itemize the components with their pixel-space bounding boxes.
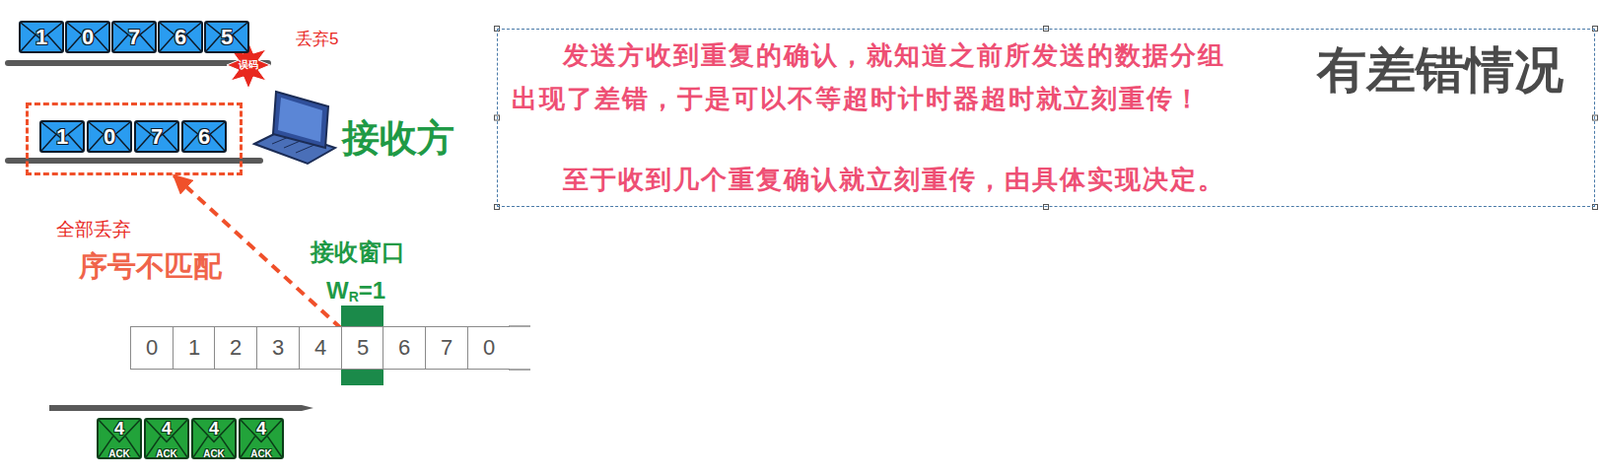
- annotation: 全部丢弃: [56, 218, 132, 242]
- ack-text: 4: [143, 419, 190, 438]
- note-text: 至于收到几个重复确认就立刻重传，由具体实现决定。: [511, 157, 1242, 202]
- discard-group: 1076: [25, 102, 243, 176]
- sequence-cell: 4: [298, 326, 342, 370]
- ack-text: ACK: [191, 449, 237, 460]
- envelope-body: [205, 21, 249, 53]
- packet-number: 7: [134, 126, 180, 148]
- data-packet: 1: [18, 20, 65, 55]
- data-packet: 0: [86, 120, 133, 154]
- ack-text: 4: [96, 419, 142, 438]
- envelope-body: [40, 121, 84, 152]
- sequence-number: 5: [342, 337, 384, 359]
- packet-number: 6: [157, 26, 204, 49]
- ack-packet: 4ACK: [143, 417, 190, 463]
- sequence-cell: 0: [467, 326, 510, 370]
- envelope-body: [239, 418, 283, 459]
- laptop-display: [278, 97, 323, 142]
- window-size: =1: [358, 277, 386, 306]
- window-size: W: [326, 277, 349, 306]
- data-packet: 6: [181, 120, 227, 154]
- envelope-body: [87, 121, 132, 152]
- data-packet: 7: [111, 20, 157, 55]
- window-label: 接收窗口: [310, 238, 406, 268]
- sequence-cell: 1: [172, 326, 215, 370]
- ack-text: ACK: [96, 449, 142, 460]
- ack-text: ACK: [143, 449, 190, 460]
- data-packet: 6: [157, 20, 204, 55]
- receiver-line: [4, 157, 264, 164]
- packet-number: 7: [111, 26, 157, 49]
- envelope-body: [192, 418, 236, 459]
- ack-text: 4: [238, 419, 284, 438]
- data-packet: 1: [39, 120, 85, 154]
- sequence-number: 1: [173, 337, 215, 359]
- annotation: 丢弃5: [295, 29, 339, 50]
- sequence-number: 3: [257, 337, 299, 359]
- receive-window: [341, 305, 384, 386]
- selection-handles: [494, 26, 1599, 210]
- packet-number: 5: [204, 26, 250, 49]
- sequence-cell: 0: [130, 326, 173, 370]
- envelope-body: [182, 121, 226, 152]
- sequence-cell: 7: [424, 326, 468, 370]
- data-packet: 7: [134, 120, 180, 154]
- connector-label: 序号不匹配: [78, 249, 222, 284]
- ack-packet: 4ACK: [96, 417, 142, 463]
- packet-number: 6: [181, 126, 227, 148]
- envelope-body: [112, 21, 156, 53]
- sequence-cell: 2: [213, 326, 257, 370]
- sequence-number: 0: [468, 337, 510, 359]
- sequence-number: 6: [383, 337, 425, 359]
- note-text: 发送方收到重复的确认，就知道之前所发送的数据分组出现了差错，于是可以不等超时计时…: [511, 33, 1242, 121]
- ack-packet: 4ACK: [238, 417, 284, 463]
- role-label: 接收方: [342, 116, 455, 162]
- ack-text: ACK: [238, 449, 284, 460]
- data-packet: 0: [65, 20, 111, 55]
- window-size-subscript: R: [348, 288, 359, 306]
- packet-number: 1: [39, 126, 85, 148]
- sequence-cell: 6: [382, 326, 425, 370]
- data-packet: 5: [204, 20, 250, 55]
- envelope-body: [144, 418, 189, 459]
- text-box: 发送方收到重复的确认，就知道之前所发送的数据分组出现了差错，于是可以不等超时计时…: [496, 28, 1596, 208]
- error-mark: 误码: [238, 59, 259, 71]
- ack-text: 4: [191, 419, 237, 438]
- sequence-number: 7: [425, 337, 468, 359]
- packet-number: 1: [18, 26, 65, 49]
- sequence-number: 4: [299, 337, 342, 359]
- envelope-body: [66, 21, 110, 53]
- sequence-cell: 3: [256, 326, 299, 370]
- laptop-screen: [273, 91, 329, 148]
- envelope-body: [97, 418, 141, 459]
- packet-number: 0: [65, 26, 111, 49]
- packet-number: 0: [86, 126, 133, 148]
- envelope-body: [135, 121, 179, 152]
- sequence-number: 0: [131, 337, 173, 359]
- ack-line: [49, 405, 314, 412]
- envelope-body: [158, 21, 203, 53]
- ack-packet: 4ACK: [191, 417, 237, 463]
- partial-cell: [508, 326, 531, 370]
- envelope-body: [19, 21, 64, 53]
- sequence-number: 2: [214, 337, 257, 359]
- heading: 有差错情况: [1317, 40, 1564, 100]
- sequence-cell: 5: [341, 326, 384, 370]
